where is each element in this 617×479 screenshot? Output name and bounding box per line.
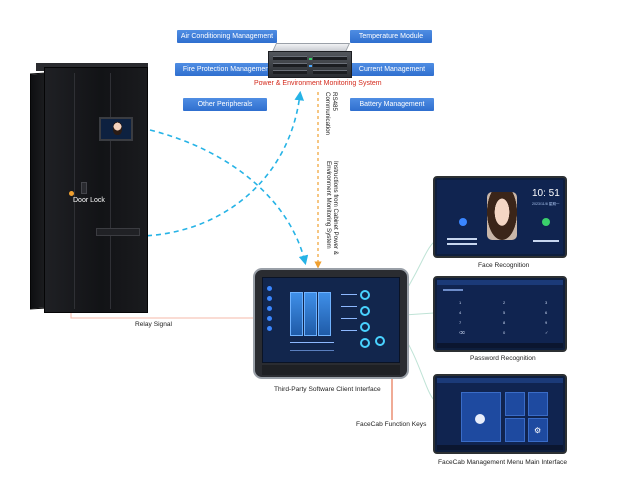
status-info-icon — [459, 218, 467, 226]
client-interface-screen — [262, 277, 400, 363]
monitoring-server-image — [268, 43, 352, 78]
key-8[interactable]: 8 — [503, 320, 506, 325]
cyan-link-cabinet-to-tablet — [149, 129, 309, 266]
door-lock-marker — [69, 191, 74, 196]
cyan-link-cabinet-to-monitoring — [137, 90, 305, 237]
face-clock: 10: 51 — [532, 188, 560, 199]
key-3[interactable]: 3 — [545, 300, 548, 305]
module-battery: Battery Management — [350, 98, 434, 111]
management-menu-caption: FaceCab Management Menu Main Interface — [438, 459, 568, 466]
cabinet-image — [30, 63, 148, 313]
tablet-function-key-bar — [262, 365, 400, 375]
key-0[interactable]: 0 — [503, 330, 506, 335]
password-recognition-caption: Password Recognition — [470, 355, 536, 362]
menu-tile-2[interactable] — [528, 392, 548, 416]
module-current: Current Management — [350, 63, 434, 76]
module-fire-protection: Fire Protection Management — [175, 63, 279, 76]
key-confirm[interactable]: ✓ — [545, 330, 549, 335]
key-9[interactable]: 9 — [545, 320, 548, 325]
key-4[interactable]: 4 — [459, 310, 462, 315]
face-recognition-caption: Face Recognition — [478, 262, 530, 269]
rs485-label: RS485 Communication — [324, 92, 338, 135]
management-menu-panel: ⚙ — [433, 374, 567, 454]
cabinet-door-handle — [96, 228, 140, 236]
key-2[interactable]: 2 — [503, 300, 506, 305]
face-photo — [487, 192, 517, 240]
client-interface-tablet — [253, 268, 409, 379]
key-backspace[interactable]: ⌫ — [459, 330, 465, 335]
function-keys-caption: FaceCab Function Keys — [356, 421, 427, 428]
key-5[interactable]: 5 — [503, 310, 506, 315]
status-ok-icon — [542, 218, 550, 226]
menu-tile-4[interactable] — [528, 418, 548, 442]
face-recognition-panel: 10: 51 2023/11/8 星期一 — [433, 176, 567, 258]
face-date: 2023/11/8 星期一 — [532, 202, 560, 206]
module-other-peripherals: Other Peripherals — [183, 98, 267, 111]
module-air-conditioning: Air Conditioning Management — [177, 30, 277, 43]
client-interface-caption: Third-Party Software Client Interface — [274, 386, 381, 393]
instructions-label: Instructions from Cabinet Power & Enviro… — [325, 161, 339, 255]
gear-icon: ⚙ — [534, 426, 542, 435]
key-7[interactable]: 7 — [459, 320, 462, 325]
menu-tile-3[interactable] — [505, 418, 525, 442]
relay-signal-label: Relay Signal — [135, 321, 173, 328]
module-temperature: Temperature Module — [350, 30, 432, 43]
password-recognition-panel: 1 2 3 4 5 6 7 8 9 ⌫ 0 ✓ — [433, 276, 567, 352]
cabinet-lock-handle — [81, 182, 87, 194]
menu-tile-1[interactable] — [505, 392, 525, 416]
key-6[interactable]: 6 — [545, 310, 548, 315]
system-title: Power & Environment Monitoring System — [254, 80, 382, 87]
cabinet-facecab-screen — [99, 117, 133, 141]
key-1[interactable]: 1 — [459, 300, 462, 305]
door-lock-label: Door Lock — [73, 197, 105, 204]
menu-large-icon — [475, 414, 485, 424]
